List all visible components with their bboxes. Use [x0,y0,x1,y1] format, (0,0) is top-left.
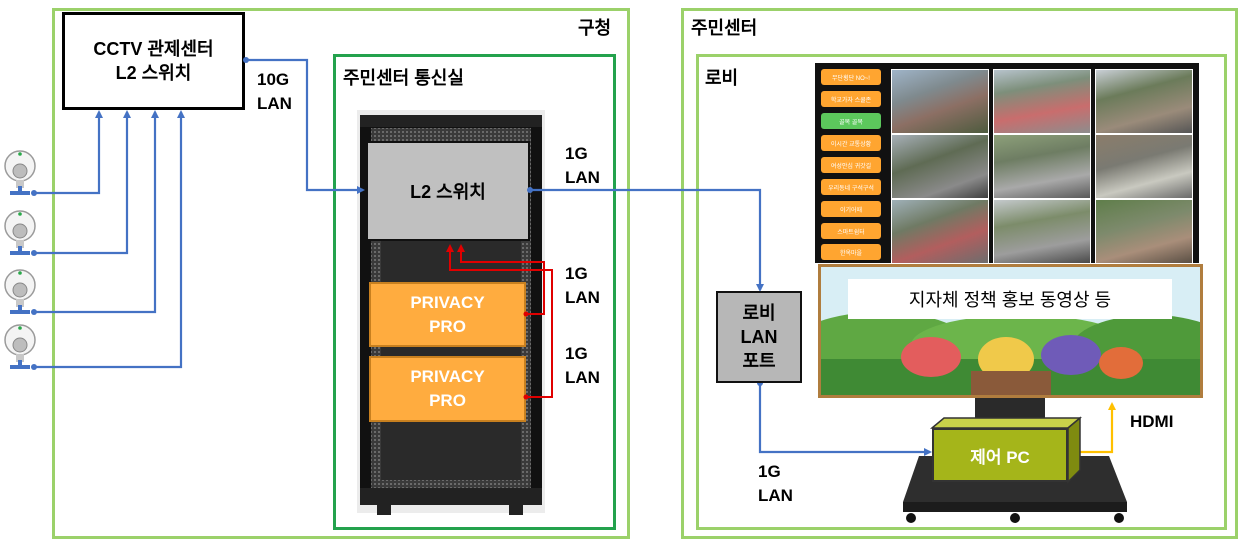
control-pc[interactable]: 제어 PC [932,428,1068,482]
kiosk-menu-item[interactable]: 스마트쉼터 [821,223,881,239]
camera-feed-thumbnail[interactable] [1095,69,1193,134]
privacy-pro-unit-2[interactable]: PRIVACY PRO [369,356,526,422]
promo-banner: 지자체 정책 홍보 동영상 등 [848,279,1172,319]
cctv-camera-icon [2,320,38,374]
cctv-camera-icon [2,146,38,200]
lobby-lan-port[interactable]: 로비 LAN 포트 [716,291,802,383]
camera-feed-thumbnail[interactable] [1095,199,1193,264]
lobby-frame [696,54,1227,530]
community-center-label: 주민센터 [691,18,758,38]
cctv-camera-icon [2,265,38,319]
kiosk-menu-item[interactable]: 골목 골목 [821,113,881,129]
kiosk-menu-item[interactable]: 우리동네 구석구석 [821,179,881,195]
promo-video-screen[interactable]: 지자체 정책 홍보 동영상 등 [818,264,1203,398]
kiosk-menu-item[interactable]: 이기어때 [821,201,881,217]
cctv-camera-icon [2,206,38,260]
camera-feed-thumbnail[interactable] [891,199,989,264]
switch-to-lobby-label: 1G LAN [565,144,600,187]
comm-room-label: 주민센터 통신실 [343,68,464,88]
camera-feed-thumbnail[interactable] [1095,134,1193,199]
kiosk-menu-item[interactable]: 이시간 교통상황 [821,135,881,151]
district-office-label: 구청 [578,18,612,38]
privacy1-lan-label: 1G LAN [565,264,600,307]
kiosk-menu-item[interactable]: 한옥마을 [821,244,881,260]
lobby-label: 로비 [705,68,739,88]
comm-room-frame [333,54,616,530]
camera-feed-thumbnail[interactable] [993,134,1091,199]
hdmi-label: HDMI [1130,412,1174,431]
touch-display-icon[interactable]: 무단횡단 NO~! 학교가자 스쿨존 골목 골목 이시간 교통상황 여성안심 귀… [815,63,1199,264]
cctv-center-switch[interactable]: CCTV 관제센터 L2 스위치 [62,12,245,110]
privacy-pro-unit-1[interactable]: PRIVACY PRO [369,282,526,347]
uplink-10g-label: 10G LAN [257,70,292,113]
kiosk-menu-item[interactable]: 여성안심 귀갓길 [821,157,881,173]
camera-feed-thumbnail[interactable] [993,199,1091,264]
camera-feed-thumbnail[interactable] [993,69,1091,134]
rack-l2-switch[interactable]: L2 스위치 [366,141,530,241]
privacy2-lan-label: 1G LAN [565,344,600,387]
port-to-pc-lan-label: 1G LAN [758,462,793,505]
camera-feed-thumbnail[interactable] [891,69,989,134]
camera-feed-thumbnail[interactable] [891,134,989,199]
kiosk-menu-item[interactable]: 학교가자 스쿨존 [821,91,881,107]
kiosk-menu-item[interactable]: 무단횡단 NO~! [821,69,881,85]
